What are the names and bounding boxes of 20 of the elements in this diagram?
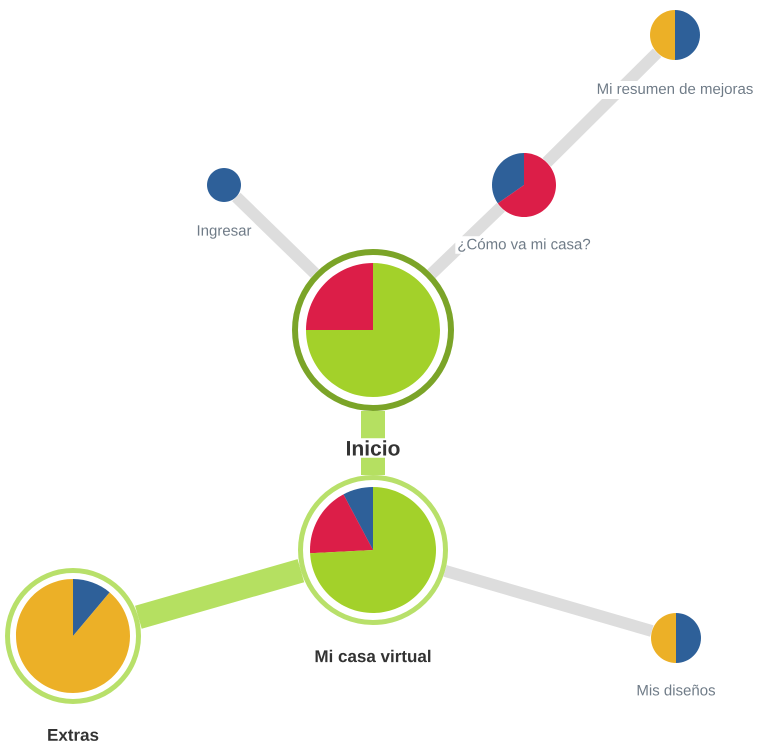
connector [542,48,662,167]
connector [361,411,385,475]
connector [427,202,505,278]
connector [135,559,304,629]
pie-node [492,153,556,217]
node-label: Inicio [344,438,402,458]
node-label: Extras [45,727,101,743]
pie-node [650,10,700,60]
pie-node [5,568,141,704]
node-label: Mi resumen de mejoras [598,83,753,97]
node-label: Ingresar [194,223,254,241]
node-label: Mi resumen de mejoras [594,81,756,99]
node-label: ¿Cómo va mi casa? [455,236,593,254]
pie-node [292,249,454,411]
pie-node [651,613,701,663]
node-label: Mis diseños [634,682,718,698]
connector [232,192,320,278]
pie-node [298,475,448,625]
pie-node [207,168,241,202]
node-label: Mi casa virtual [312,648,434,664]
